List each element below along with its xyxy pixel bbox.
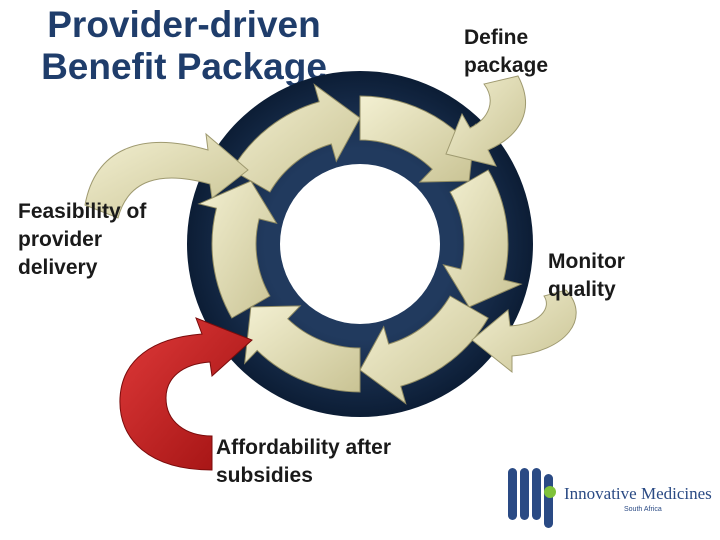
title-line-1: Provider-driven bbox=[47, 4, 321, 45]
cycle-arrow-6 bbox=[197, 180, 278, 319]
input-arrow-monitor-quality bbox=[471, 289, 577, 374]
title-line-2: Benefit Package bbox=[41, 46, 327, 87]
label-define-line-2: package bbox=[464, 54, 549, 77]
logo: Innovative Medicines South Africa bbox=[506, 462, 716, 532]
ring-arrows bbox=[197, 83, 523, 405]
label-affordability-line-2: subsidies bbox=[216, 464, 313, 487]
label-affordability: Affordability after subsidies bbox=[216, 434, 391, 490]
label-monitor-line-1: Monitor bbox=[548, 250, 625, 273]
label-feasibility-line-2: provider bbox=[18, 228, 103, 251]
label-monitor-quality: Monitor quality bbox=[548, 248, 625, 304]
logo-name: Innovative Medicines bbox=[564, 484, 712, 503]
logo-subtitle: South Africa bbox=[624, 506, 662, 513]
input-arrow-define-package bbox=[445, 75, 527, 167]
label-define-package: Define package bbox=[464, 24, 548, 80]
logo-mark-icon bbox=[508, 468, 556, 528]
page-title: Provider-driven Benefit Package bbox=[14, 4, 354, 88]
label-affordability-line-1: Affordability after bbox=[216, 436, 392, 459]
cycle-arrow-4 bbox=[359, 295, 489, 405]
label-define-line-1: Define bbox=[464, 26, 529, 49]
input-arrow-benefit-package bbox=[84, 132, 249, 219]
cycle-arrow-5 bbox=[244, 305, 361, 393]
label-monitor-line-2: quality bbox=[548, 278, 616, 301]
cycle-arrow-1 bbox=[231, 83, 361, 193]
label-feasibility-line-3: delivery bbox=[18, 256, 98, 279]
label-feasibility: Feasibility of provider delivery bbox=[18, 198, 146, 282]
label-feasibility-line-1: Feasibility of bbox=[18, 200, 147, 223]
input-arrow-affordability bbox=[119, 317, 253, 471]
cycle-arrow-3 bbox=[442, 169, 523, 308]
